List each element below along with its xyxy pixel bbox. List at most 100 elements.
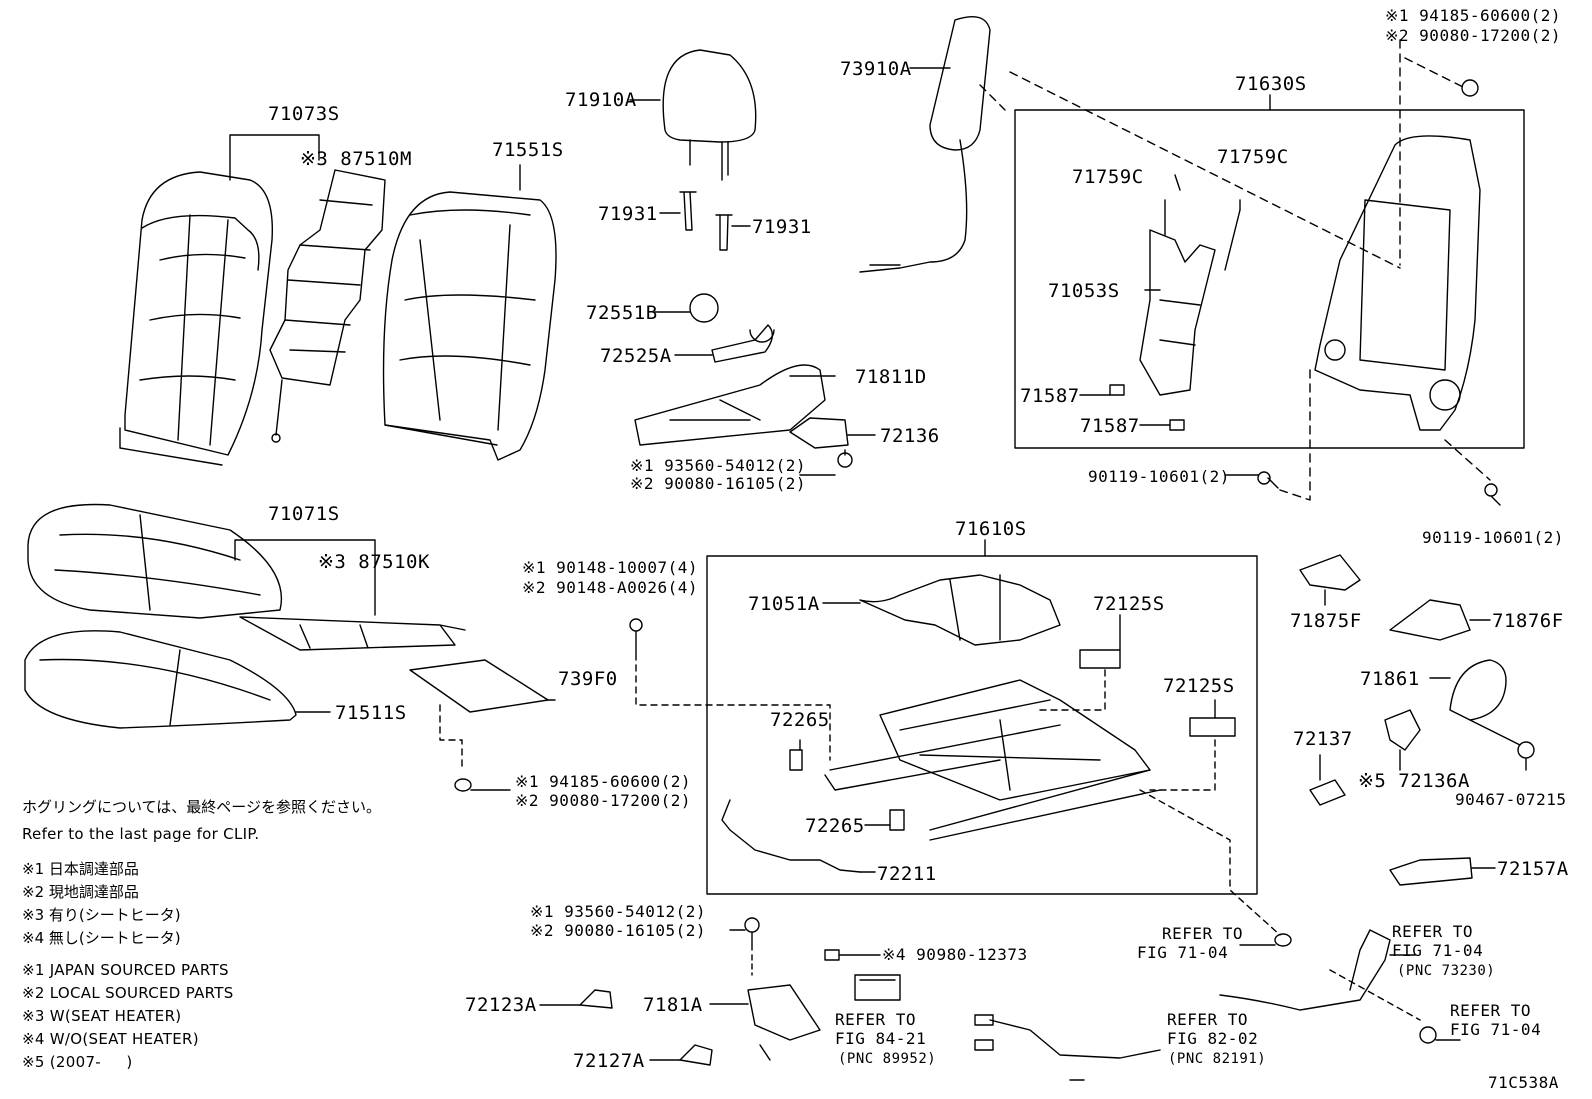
part-number-72125S-b: 72125S xyxy=(1163,675,1235,697)
dash-refer xyxy=(1139,789,1421,1021)
part-number-71931-b: 71931 xyxy=(752,216,812,238)
callout-1-line-1: ※1 93560-54012(2) xyxy=(630,456,807,475)
part-number-71875F: 71875F xyxy=(1290,610,1362,632)
refer-1-line-2: FIG 71-04 xyxy=(1137,943,1229,962)
knob-72136A xyxy=(1384,709,1421,751)
screw-bottom xyxy=(744,917,760,951)
covers-72265 xyxy=(789,749,905,831)
part-number-71610S: 71610S xyxy=(955,518,1027,540)
refer-5-line-2: FIG 82-02 xyxy=(1167,1029,1259,1048)
part-number-71811D: 71811D xyxy=(855,366,927,388)
callout-3-line-2: ※2 90080-17200(2) xyxy=(515,791,692,810)
dash-airbag xyxy=(979,71,1401,269)
harness-refer82 xyxy=(974,1014,1161,1081)
part-number-87510K: ※3 87510K xyxy=(318,551,430,573)
bolts-90119 xyxy=(1257,471,1501,506)
part-number-72157A: 72157A xyxy=(1497,858,1569,880)
leader-71931 xyxy=(659,212,751,227)
part-number-71759C-b: 71759C xyxy=(1217,146,1289,168)
legend-ja-1: ※1 日本調達部品 xyxy=(22,860,139,878)
dash-frame-bolts xyxy=(1279,369,1491,501)
leader-72125S xyxy=(1119,614,1216,719)
seatback-cover-drawing xyxy=(119,171,274,466)
leader-72265 xyxy=(799,739,891,826)
part-number-72265-a: 72265 xyxy=(770,709,830,731)
part-number-72551B: 72551B xyxy=(586,302,658,324)
callout-2-line-1: ※1 90148-10007(4) xyxy=(522,558,699,577)
part-number-71587-b: 71587 xyxy=(1080,415,1140,437)
refer-4-line-1: REFER TO xyxy=(835,1010,917,1029)
seat-adjuster-drawing xyxy=(824,679,1161,841)
part-number-72211: 72211 xyxy=(877,863,937,885)
refer-1-line-1: REFER TO xyxy=(1162,924,1244,943)
seatback-heater-mat-drawing xyxy=(269,169,386,443)
part-number-72136A: ※5 72136A xyxy=(1358,770,1470,792)
harness-refer7104 xyxy=(1219,929,1391,1011)
cap-drawing xyxy=(689,293,719,323)
clip-note-ja: ホグリングについては、最終ページを参照ください。 xyxy=(22,798,381,816)
part-number-71511S: 71511S xyxy=(335,702,407,724)
cushion-cover-drawing xyxy=(27,503,283,619)
part-number-71071S: 71071S xyxy=(268,503,340,525)
side-shield-drawing xyxy=(634,364,826,446)
dash-bolt xyxy=(635,664,831,761)
cover-72137 xyxy=(1309,779,1346,806)
part-number-72137: 72137 xyxy=(1293,728,1353,750)
cover-72127A xyxy=(679,1044,713,1066)
part-number-72125S-a: 72125S xyxy=(1093,593,1165,615)
refer-5-line-3: (PNC 82191) xyxy=(1168,1051,1267,1067)
screw-90467 xyxy=(1517,741,1535,771)
part-number-72123A: 72123A xyxy=(465,994,537,1016)
part-number-71551S: 71551S xyxy=(492,139,564,161)
grommet xyxy=(1274,933,1292,947)
bolt-90148 xyxy=(629,618,643,661)
leader-71861 xyxy=(1429,677,1521,746)
part-number-7181A: 7181A xyxy=(643,994,703,1016)
legend-en-1: ※1 JAPAN SOURCED PARTS xyxy=(22,961,229,979)
handle-72157A xyxy=(1389,857,1473,886)
bracket-71071S xyxy=(234,539,376,616)
screw-drawing xyxy=(837,449,853,468)
callout-2-line-2: ※2 90148-A0026(4) xyxy=(522,578,699,597)
part-number-71630S: 71630S xyxy=(1235,73,1307,95)
figure-code: 71C538A xyxy=(1488,1073,1559,1092)
rod-drawing xyxy=(721,799,861,873)
dash-sensors xyxy=(1039,669,1216,791)
nut-top xyxy=(1461,79,1479,97)
bracket-72136 xyxy=(789,417,849,449)
seatback-frame-drawing xyxy=(1314,135,1481,431)
nut-bottom xyxy=(1419,1026,1437,1044)
part-number-71051A: 71051A xyxy=(748,593,820,615)
callout-3-line-1: ※1 94185-60600(2) xyxy=(515,772,692,791)
part-number-90119-a: 90119-10601(2) xyxy=(1088,467,1230,486)
legend-ja-3: ※3 有り(シートヒータ) xyxy=(22,906,181,924)
part-number-90119-b: 90119-10601(2) xyxy=(1422,528,1564,547)
part-number-71910A: 71910A xyxy=(565,89,637,111)
part-number-71759C-a: 71759C xyxy=(1072,166,1144,188)
bracket-71073S xyxy=(229,134,320,181)
callout-5-line-1: ※1 94185-60600(2) xyxy=(1385,6,1562,25)
legend-en-4: ※4 W/O(SEAT HEATER) xyxy=(22,1030,199,1048)
part-number-71053S: 71053S xyxy=(1048,280,1120,302)
refer-3-line-2: FIG 71-04 xyxy=(1450,1020,1542,1039)
cover-72123A xyxy=(579,989,613,1009)
refer-4-line-2: FIG 84-21 xyxy=(835,1029,927,1048)
callout-4-line-1: ※1 93560-54012(2) xyxy=(530,902,707,921)
harness-drawing xyxy=(859,574,1061,646)
part-number-72127A: 72127A xyxy=(573,1050,645,1072)
clips-71587 xyxy=(1109,384,1185,431)
clip-drawing xyxy=(454,778,472,792)
refer-3-line-1: REFER TO xyxy=(1450,1001,1532,1020)
legend-en-2: ※2 LOCAL SOURCED PARTS xyxy=(22,984,234,1002)
side-airbag-drawing xyxy=(859,16,991,273)
part-number-71861: 71861 xyxy=(1360,668,1420,690)
legend-ja-2: ※2 現地調達部品 xyxy=(22,883,139,901)
part-number-87510M: ※3 87510M xyxy=(300,148,412,170)
clip-note-en: Refer to the last page for CLIP. xyxy=(22,825,260,843)
part-number-72136: 72136 xyxy=(880,425,940,447)
cushion-pad-drawing xyxy=(24,630,297,729)
part-number-739F0: 739F0 xyxy=(558,668,618,690)
cushion-heater-drawing xyxy=(239,616,466,651)
leader-71587 xyxy=(1079,394,1171,426)
